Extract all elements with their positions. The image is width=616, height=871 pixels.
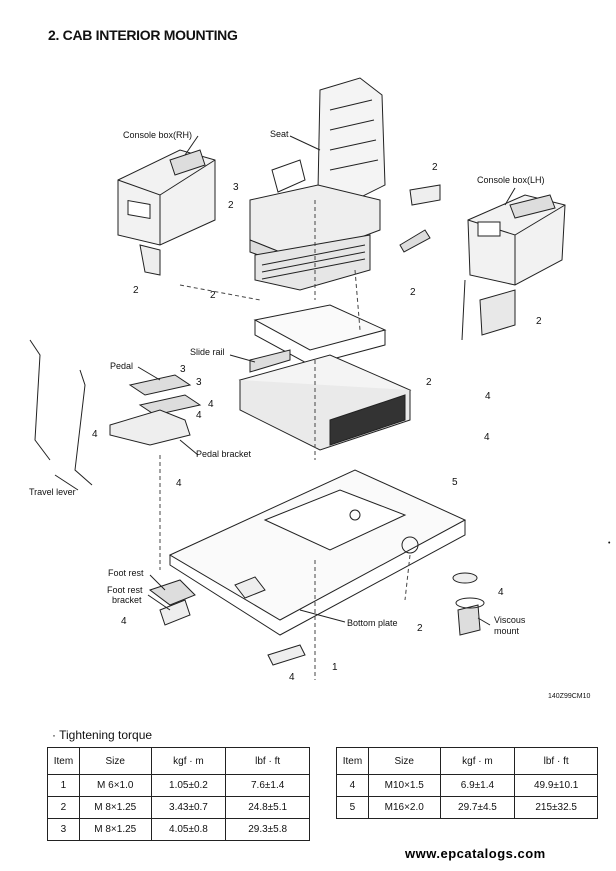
- svg-text:2: 2: [410, 287, 416, 298]
- header-item: Item: [47, 747, 80, 775]
- cell: 49.9±10.1: [514, 774, 598, 797]
- label-console-box-lh: Console box(LH): [477, 175, 545, 185]
- table-row: 3 M 8×1.25 4.05±0.8 29.3±5.8: [47, 818, 310, 841]
- table-row: 1 M 6×1.0 1.05±0.2 7.6±1.4: [47, 774, 310, 797]
- header-kgf: kgf · m: [439, 747, 516, 775]
- label-foot-rest-bracket-2: bracket: [112, 595, 142, 605]
- cell: M 6×1.0: [78, 774, 152, 797]
- torque-table-right: Item Size kgf · m lbf · ft 4 M10×1.5 6.9…: [336, 747, 598, 819]
- table-row: 4 M10×1.5 6.9±1.4 49.9±10.1: [336, 774, 598, 797]
- svg-text:3: 3: [196, 377, 202, 388]
- svg-text:4: 4: [92, 429, 98, 440]
- cell: 5: [336, 796, 369, 819]
- torque-table-left: Item Size kgf · m lbf · ft 1 M 6×1.0 1.0…: [47, 747, 310, 841]
- label-seat: Seat: [270, 129, 289, 139]
- svg-text:4: 4: [485, 391, 491, 402]
- label-travel-lever: Travel lever: [29, 487, 76, 497]
- header-size: Size: [367, 747, 441, 775]
- label-foot-rest-bracket-1: Foot rest: [107, 585, 143, 595]
- svg-text:2: 2: [417, 623, 423, 634]
- header-kgf: kgf · m: [150, 747, 227, 775]
- svg-text:2: 2: [426, 377, 432, 388]
- exploded-view-diagram: 2 3 2 2 2 2 2 3 3 4 4 4 4 2 4 4 5 4 4 2 …: [29, 77, 566, 683]
- label-pedal-bracket: Pedal bracket: [196, 449, 252, 459]
- cell: M10×1.5: [367, 774, 441, 797]
- cell: M16×2.0: [367, 796, 441, 819]
- cell: 3: [47, 818, 80, 841]
- svg-text:2: 2: [432, 162, 438, 173]
- label-foot-rest: Foot rest: [108, 568, 144, 578]
- cell: 4.05±0.8: [150, 818, 227, 841]
- torque-heading: · Tightening torque: [52, 728, 153, 742]
- footer-watermark-link[interactable]: www.epcatalogs.com: [405, 846, 546, 861]
- label-bottom-plate: Bottom plate: [347, 618, 398, 628]
- header-lbf: lbf · ft: [225, 747, 310, 775]
- label-pedal: Pedal: [110, 361, 133, 371]
- cell: 29.7±4.5: [439, 796, 516, 819]
- table-header-row: Item Size kgf · m lbf · ft: [47, 747, 310, 775]
- svg-text:4: 4: [289, 672, 295, 683]
- table-row: 2 M 8×1.25 3.43±0.7 24.8±5.1: [47, 796, 310, 819]
- bottom-plate-drawing: [168, 469, 467, 636]
- cell: 215±32.5: [514, 796, 598, 819]
- svg-text:3: 3: [233, 182, 239, 193]
- svg-text:3: 3: [180, 364, 186, 375]
- cell: 6.9±1.4: [439, 774, 516, 797]
- svg-text:5: 5: [452, 477, 458, 488]
- console-box-rh-drawing: [117, 149, 216, 276]
- header-item: Item: [336, 747, 369, 775]
- cell: 29.3±5.8: [225, 818, 310, 841]
- viscous-mount-drawing: [452, 572, 485, 636]
- label-viscous-1: Viscous: [494, 615, 526, 625]
- cell: 1.05±0.2: [150, 774, 227, 797]
- drawing-code: 140Z99CM10: [548, 693, 591, 700]
- seat-base-drawing: [238, 304, 412, 451]
- svg-text:4: 4: [484, 432, 490, 443]
- label-viscous-2: mount: [494, 626, 520, 636]
- svg-text:1: 1: [332, 662, 338, 673]
- svg-text:2: 2: [133, 285, 139, 296]
- svg-text:2: 2: [210, 290, 216, 301]
- cell: 1: [47, 774, 80, 797]
- svg-text:4: 4: [196, 410, 202, 421]
- table-header-row: Item Size kgf · m lbf · ft: [336, 747, 598, 775]
- header-lbf: lbf · ft: [514, 747, 598, 775]
- pedal-drawing: [109, 374, 202, 446]
- table-row: 5 M16×2.0 29.7±4.5 215±32.5: [336, 796, 598, 819]
- svg-text:2: 2: [536, 316, 542, 327]
- svg-text:4: 4: [498, 587, 504, 598]
- margin-mark: •: [608, 540, 611, 547]
- cell: 7.6±1.4: [225, 774, 310, 797]
- svg-text:4: 4: [176, 478, 182, 489]
- header-size: Size: [78, 747, 152, 775]
- cell: 2: [47, 796, 80, 819]
- label-slide-rail: Slide rail: [190, 347, 225, 357]
- cell: M 8×1.25: [78, 818, 152, 841]
- cell: 24.8±5.1: [225, 796, 310, 819]
- svg-text:4: 4: [208, 399, 214, 410]
- cell: 3.43±0.7: [150, 796, 227, 819]
- svg-text:4: 4: [121, 616, 127, 627]
- console-box-lh-drawing: [461, 194, 566, 341]
- page-title: 2. CAB INTERIOR MOUNTING: [48, 27, 238, 43]
- cell: 4: [336, 774, 369, 797]
- svg-text:2: 2: [228, 200, 234, 211]
- cell: M 8×1.25: [78, 796, 152, 819]
- callout-numbers: 2 3 2 2 2 2 2 3 3 4 4 4 4 2 4 4 5 4 4 2 …: [92, 162, 542, 683]
- seat-drawing: [249, 77, 386, 291]
- label-console-box-rh: Console box(RH): [123, 130, 192, 140]
